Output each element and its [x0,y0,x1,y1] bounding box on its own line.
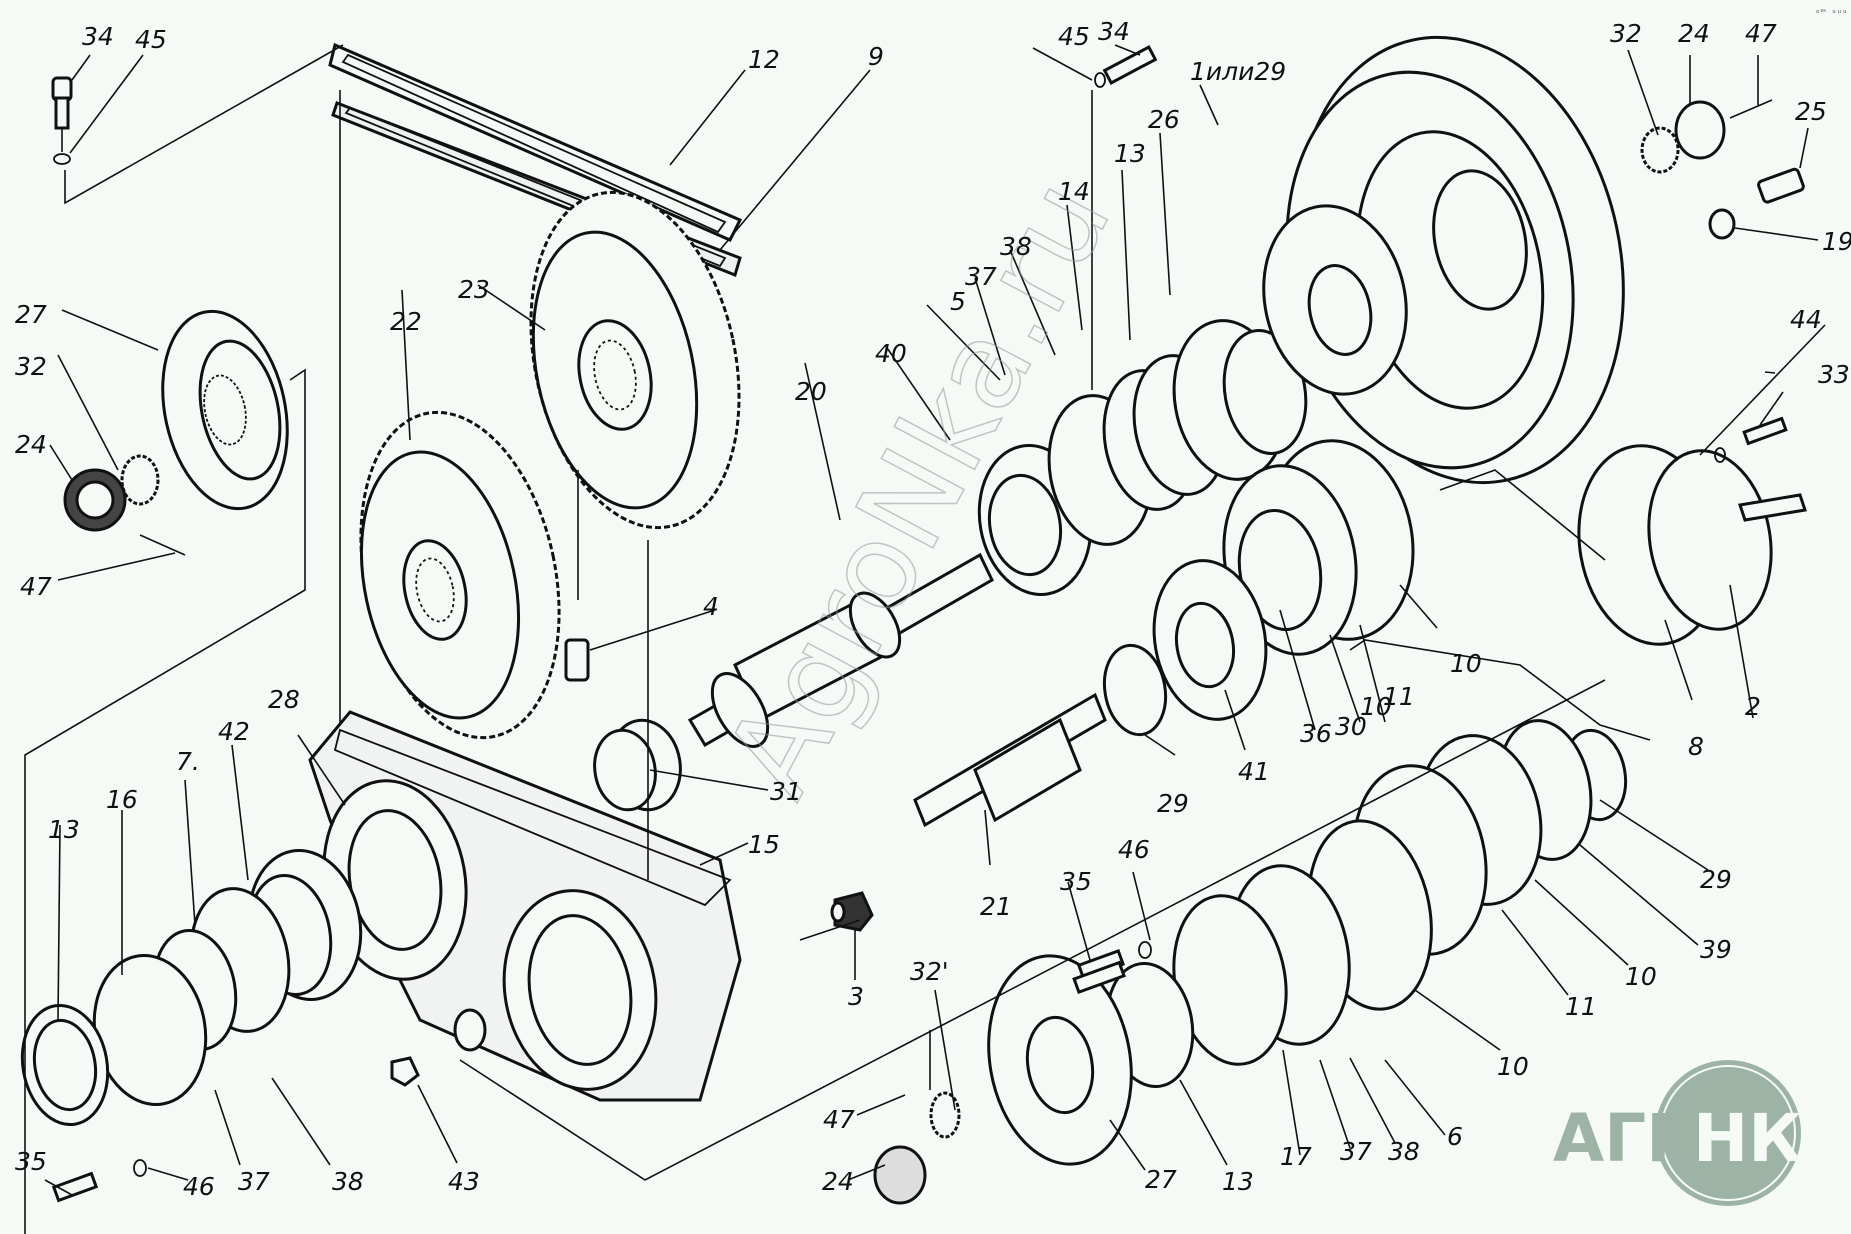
logo-text-right: НКА [1693,1100,1851,1177]
part-label-l32a: 32 [1610,19,1642,48]
part-label-l8: 8 [1688,732,1704,761]
part-label-l36: 36 [1300,719,1332,748]
part-label-l47a: 47 [1745,19,1777,48]
part-label-l23: 23 [458,275,490,304]
part-label-l2: 2 [1745,692,1761,721]
part-label-l3: 3 [848,982,864,1011]
part-label-l16: 16 [106,785,138,814]
part-label-l35b: 35 [1060,867,1092,896]
bolt-33 [1714,416,1788,463]
part-label-l20: 20 [795,377,827,406]
part-label-l31: 31 [770,777,802,806]
part-label-l14: 14 [1058,177,1090,206]
plug-3 [830,891,874,932]
part-label-l4: 4 [703,592,719,621]
part-label-l32b: 32 [15,352,47,381]
seal-stack-top [1047,319,1308,546]
part-label-l29b: 29 [1700,865,1732,894]
part-label-l25: 25 [1795,97,1827,126]
part-label-l10d: 10 [1625,962,1657,991]
part-label-l37c: 37 [1340,1137,1372,1166]
part-label-l7: 7. [176,747,200,776]
bolt-34-center [1094,45,1158,88]
flange-27-top-left [63,309,289,556]
part-label-l44: 44 [1790,305,1822,334]
part-label-l17: 17 [1280,1142,1312,1171]
bearing-31 [564,638,682,812]
part-label-l32c: 32' [910,957,949,986]
part-label-l29a: 29 [1157,789,1189,818]
part-label-l11a: 11 [1383,682,1415,711]
shaft-20 [687,552,994,748]
agronka-logo: АГРО НКА [1553,1060,1851,1206]
part-label-l46a: 46 [183,1172,215,1201]
part-label-l45a: 45 [135,25,167,54]
part-label-l24a: 24 [1678,19,1710,48]
part-label-l1or29: 1или29 [1190,57,1286,86]
part-label-l37a: 37 [965,262,997,291]
pulley-1-or-29 [1262,35,1625,485]
logo-circle-ring [1660,1065,1796,1201]
part-label-l38a: 38 [1000,232,1032,261]
part-label-l22: 22 [390,307,422,336]
part-label-l34a: 34 [82,22,114,51]
parts-layer [20,35,1807,1205]
plug-43 [390,1056,420,1087]
part-label-l10b: 10 [1360,692,1392,721]
bolt-35-center [1072,960,1126,995]
part-label-l28: 28 [268,685,300,714]
part-label-l46b: 46 [1118,835,1150,864]
part-label-l10a: 10 [1450,649,1482,678]
part-label-l26: 26 [1148,105,1180,134]
gear-22 [359,410,561,740]
part-label-l39: 39 [1700,935,1732,964]
part-label-l38c: 38 [1388,1137,1420,1166]
part-label-l6: 6 [1447,1122,1463,1151]
part-label-l30: 30 [1335,712,1367,741]
part-label-l37b: 37 [238,1167,270,1196]
part-label-l35a: 35 [15,1147,47,1176]
fasteners-bottom [873,1030,961,1205]
part-label-l43: 43 [448,1167,480,1196]
logo-text-left: АГРО [1553,1100,1751,1177]
gear-23 [529,190,741,530]
part-label-l24c: 24 [822,1167,854,1196]
part-label-l13a: 13 [1114,139,1146,168]
part-label-l5: 5 [950,287,966,316]
leader-lines [24,44,1826,1234]
part-label-l40: 40 [875,339,907,368]
part-label-l21: 21 [980,892,1012,921]
bearing-41 [1102,559,1268,737]
part-label-l33: 33 [1818,360,1850,389]
part-label-l47b: 47 [20,572,52,601]
part-label-l38b: 38 [332,1167,364,1196]
part-label-l47c: 47 [823,1105,855,1134]
part-label-l11b: 11 [1565,992,1597,1021]
part-label-l27a: 27 [15,300,47,329]
logo-circle [1655,1060,1801,1206]
part-label-l34b: 34 [1098,17,1130,46]
bolt-34-top-left [51,76,73,165]
cover-2-gasket-8 [1577,444,1807,646]
part-label-l27b: 27 [1145,1165,1177,1194]
shaft-21 [913,692,1107,828]
part-label-l9: 9 [868,42,884,71]
part-label-l41: 41 [1238,757,1270,786]
seal-stack-bottom-left [20,849,363,1203]
part-label-l42: 42 [218,717,250,746]
corner-mark: ᵒ™ ᵘᵘᵘ [1815,9,1848,19]
part-label-l19: 19 [1822,227,1851,256]
part-label-l12: 12 [748,45,780,74]
ring-stack-bottom [987,719,1628,1166]
part-label-l13b: 13 [48,815,80,844]
part-label-l10c: 10 [1497,1052,1529,1081]
fasteners-top-right [1640,99,1805,240]
part-label-l45b: 45 [1058,22,1090,51]
part-label-l13c: 13 [1222,1167,1254,1196]
part-label-l15: 15 [748,830,780,859]
part-label-l24b: 24 [15,430,47,459]
